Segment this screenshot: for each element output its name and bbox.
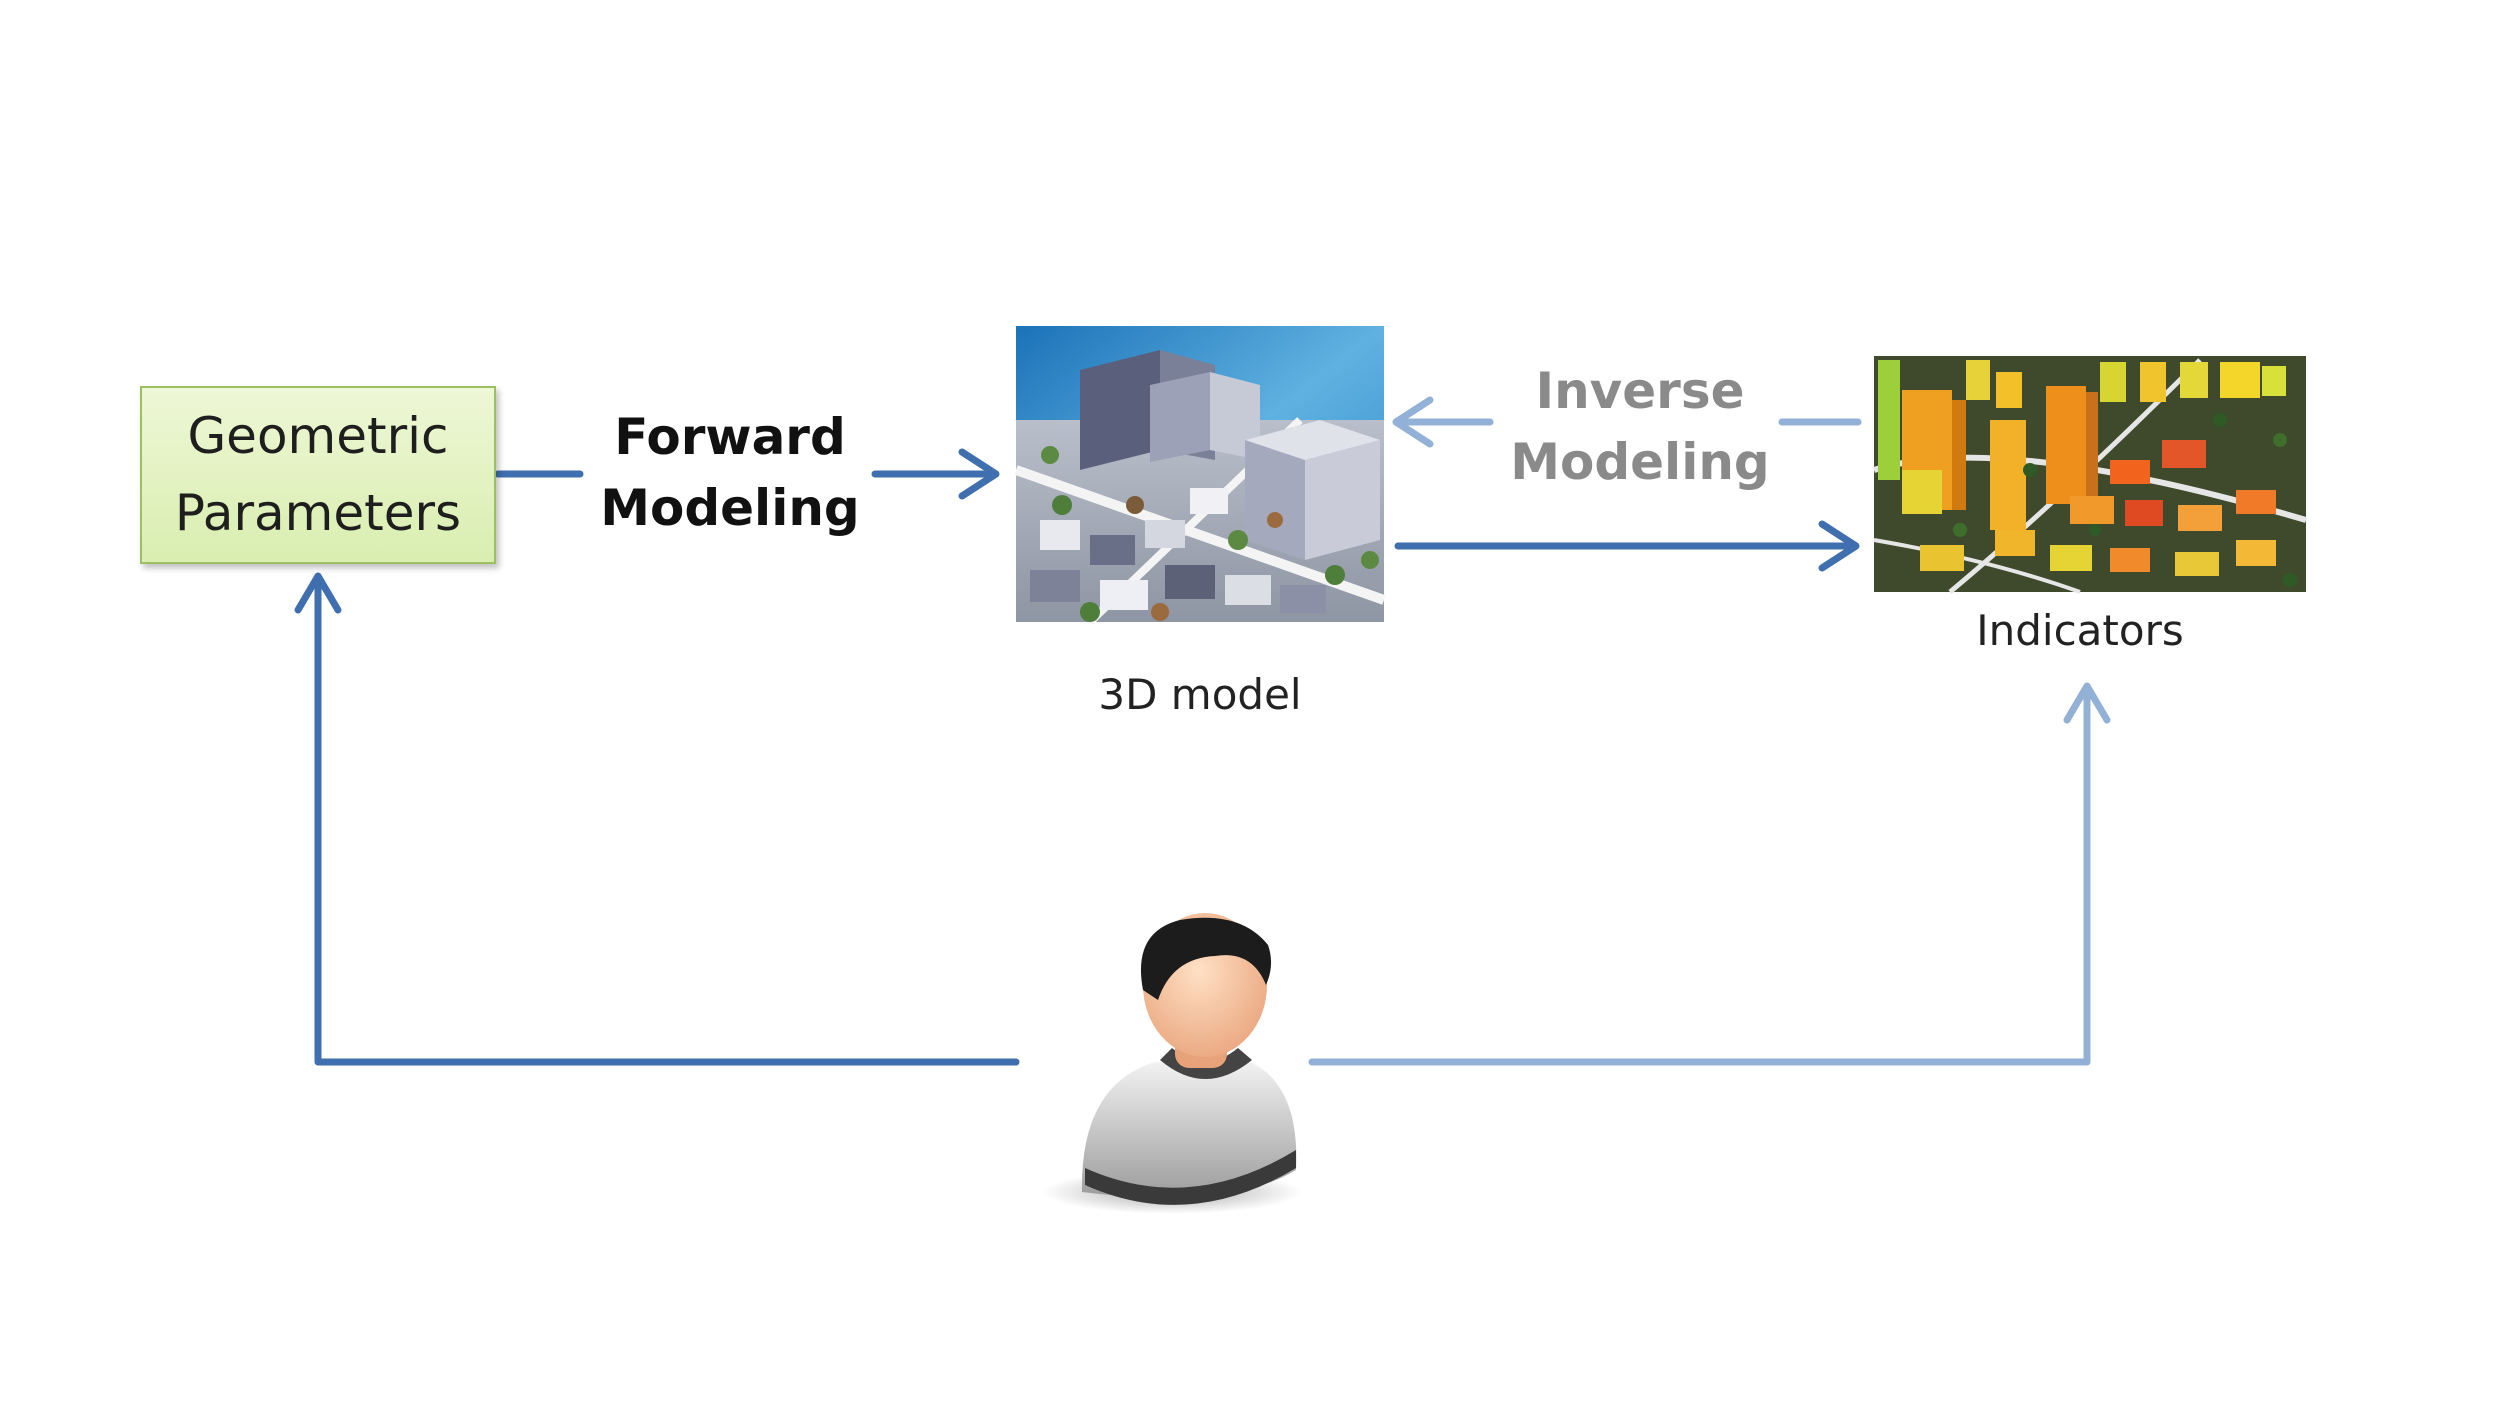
model-3d-label: 3D model [1098, 670, 1302, 719]
user-to-parameters-arrow [294, 572, 1020, 1066]
inverse-modeling-label: Inverse Modeling [1490, 356, 1790, 498]
indicators-image [1873, 356, 2307, 594]
inverse-modeling-arrow [1392, 396, 1862, 448]
geometric-parameters-node: Geometric Parameters [140, 386, 496, 564]
inverse-modeling-line2: Modeling [1510, 433, 1770, 491]
user-to-indicators-arrow [1308, 682, 2111, 1066]
forward-modeling-label: Forward Modeling [590, 402, 870, 544]
forward-modeling-line1: Forward [614, 408, 846, 466]
city-model-image [1014, 326, 1386, 625]
model-to-indicators-arrow [1394, 520, 1860, 572]
inverse-modeling-line1: Inverse [1535, 362, 1745, 420]
user-icon [1042, 913, 1302, 1214]
geometric-parameters-line2: Parameters [174, 484, 462, 542]
forward-modeling-line2: Modeling [600, 479, 860, 537]
indicators-label: Indicators [1976, 606, 2184, 655]
forward-modeling-arrow [494, 448, 1000, 500]
geometric-parameters-line1: Geometric [187, 406, 449, 465]
